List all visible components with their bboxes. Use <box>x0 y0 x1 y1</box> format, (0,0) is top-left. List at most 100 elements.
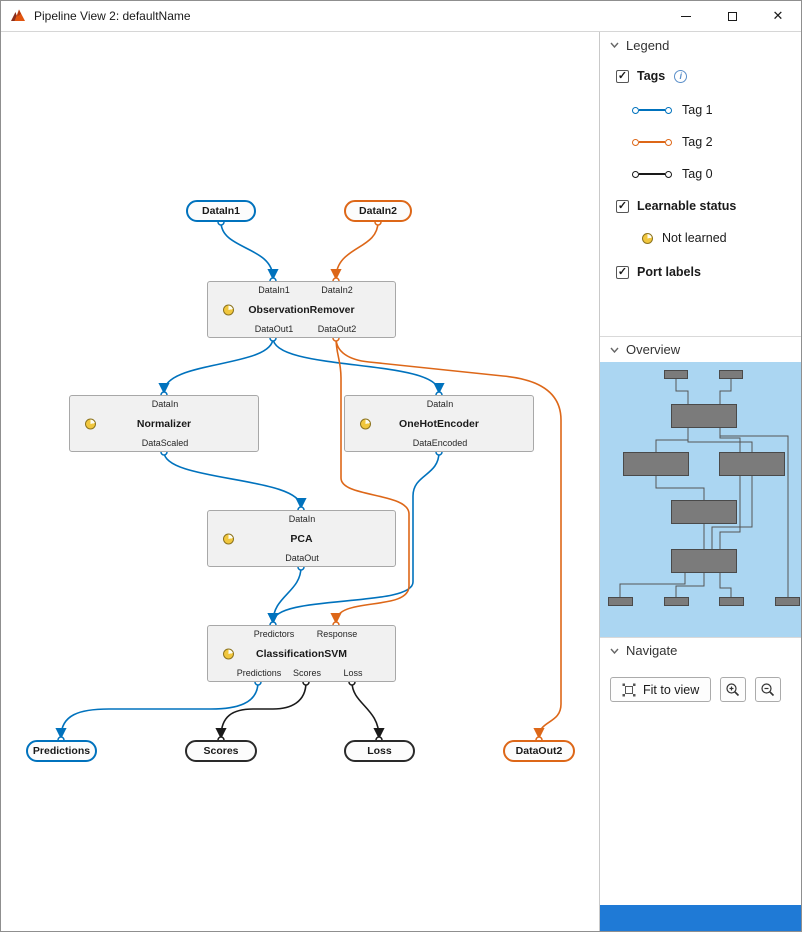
tags-checkbox[interactable]: ✓ <box>616 69 629 83</box>
block-name: OneHotEncoder <box>399 417 479 430</box>
minimap-block <box>664 597 689 606</box>
port-label: Loss <box>343 668 363 678</box>
block-pca[interactable]: DataIn PCA DataOut <box>207 510 396 567</box>
maximize-button[interactable] <box>709 1 755 31</box>
minimap-block <box>775 597 800 606</box>
minimap-block <box>671 500 737 524</box>
tag1-line-swatch <box>632 106 672 114</box>
sink-node-dataout2[interactable]: DataOut2 <box>503 740 575 762</box>
sink-node-predictions[interactable]: Predictions <box>26 740 97 762</box>
navigate-body: Fit to view <box>600 663 801 702</box>
minimap-wires <box>619 379 789 597</box>
legend-header-label: Legend <box>626 37 670 53</box>
legend-tag0-item: Tag 0 <box>632 166 801 182</box>
zoom-in-icon <box>726 682 740 696</box>
sink-node-label: Scores <box>203 745 239 757</box>
learnable-status-label: Learnable status <box>637 199 737 213</box>
navigate-header-label: Navigate <box>626 643 678 658</box>
source-node-label: DataIn2 <box>359 205 397 217</box>
not-learned-icon <box>223 533 234 544</box>
sidebar-bottom-bar <box>600 905 801 931</box>
check-icon: ✓ <box>617 69 628 82</box>
block-normalizer[interactable]: DataIn Normalizer DataScaled <box>69 395 259 452</box>
overview-section-header[interactable]: Overview <box>600 336 801 362</box>
port-label: DataIn <box>288 514 316 524</box>
legend-body: ✓ Tags i Tag 1 Tag 2 Tag 0 ✓ <box>600 58 801 280</box>
sink-node-label: DataOut2 <box>515 745 563 757</box>
window-title: Pipeline View 2: defaultName <box>34 9 191 23</box>
port-labels-checkbox[interactable]: ✓ <box>616 265 629 279</box>
not-learned-icon <box>223 304 234 315</box>
minimap-block <box>719 597 744 606</box>
block-onehotencoder[interactable]: DataIn OneHotEncoder DataEncoded <box>344 395 534 452</box>
learnable-status-checkbox[interactable]: ✓ <box>616 199 629 213</box>
tag0-line-swatch <box>632 170 672 178</box>
minimap-block <box>671 404 737 428</box>
maximize-icon <box>727 11 737 21</box>
source-node-label: DataIn1 <box>202 205 240 217</box>
fit-to-view-label: Fit to view <box>643 682 700 697</box>
pipeline-wires <box>55 218 562 744</box>
sink-node-scores[interactable]: Scores <box>185 740 257 762</box>
minimize-button[interactable] <box>663 1 709 31</box>
overview-header-label: Overview <box>626 342 681 357</box>
overview-minimap[interactable] <box>600 362 801 637</box>
not-learned-icon <box>85 418 96 429</box>
legend-tag2-item: Tag 2 <box>632 134 801 150</box>
chevron-down-icon <box>610 347 619 353</box>
port-label: DataIn <box>151 399 179 409</box>
port-labels-label: Port labels <box>637 265 701 279</box>
navigate-section-header[interactable]: Navigate <box>600 637 801 663</box>
port-label: Predictors <box>253 629 295 639</box>
port-label: DataIn <box>426 399 454 409</box>
block-name: Normalizer <box>136 417 192 430</box>
not-learned-icon <box>642 232 653 244</box>
port-label: DataEncoded <box>412 438 468 448</box>
minimap-block <box>719 370 743 379</box>
check-icon: ✓ <box>617 265 628 278</box>
port-label: Scores <box>292 668 322 678</box>
sink-node-label: Loss <box>367 745 392 757</box>
port-label: Predictions <box>236 668 282 678</box>
close-button[interactable]: ✕ <box>755 1 801 31</box>
minimap-block <box>623 452 689 476</box>
sink-node-loss[interactable]: Loss <box>344 740 415 762</box>
chevron-down-icon <box>610 42 619 48</box>
info-icon[interactable]: i <box>674 69 688 83</box>
not-learned-legend-item: Not learned <box>642 230 801 246</box>
block-name: PCA <box>290 532 313 545</box>
sink-node-label: Predictions <box>32 745 91 757</box>
port-label: DataIn1 <box>258 285 290 295</box>
block-name: ClassificationSVM <box>255 647 348 660</box>
legend-section-header[interactable]: Legend <box>600 32 801 58</box>
port-label: DataOut <box>285 553 319 563</box>
minimap-block <box>671 549 737 573</box>
port-label: Response <box>316 629 358 639</box>
fit-to-view-button[interactable]: Fit to view <box>610 677 712 702</box>
sidebar: Legend ✓ Tags i Tag 1 Tag 2 <box>599 32 801 931</box>
tag2-label: Tag 2 <box>682 135 713 149</box>
source-node-datain1[interactable]: DataIn1 <box>186 200 256 222</box>
minimize-icon <box>681 15 691 17</box>
port-label: DataOut1 <box>254 324 294 334</box>
tag0-label: Tag 0 <box>682 167 713 181</box>
fit-to-view-icon <box>622 683 636 696</box>
chevron-down-icon <box>610 648 619 654</box>
minimap-block <box>664 370 688 379</box>
block-observationremover[interactable]: DataIn1 DataIn2 ObservationRemover DataO… <box>207 281 396 338</box>
minimap-block <box>719 452 785 476</box>
zoom-out-button[interactable] <box>755 677 782 702</box>
port-label: DataScaled <box>141 438 189 448</box>
legend-tag1-item: Tag 1 <box>632 102 801 118</box>
port-label: DataIn2 <box>321 285 353 295</box>
source-node-datain2[interactable]: DataIn2 <box>344 200 412 222</box>
check-icon: ✓ <box>617 199 628 212</box>
zoom-in-button[interactable] <box>720 677 747 702</box>
titlebar[interactable]: Pipeline View 2: defaultName ✕ <box>1 1 801 32</box>
tag1-label: Tag 1 <box>682 103 713 117</box>
block-classificationsvm[interactable]: Predictors Response ClassificationSVM Pr… <box>207 625 396 682</box>
tags-checkbox-label: Tags <box>637 69 666 83</box>
close-icon: ✕ <box>772 8 784 23</box>
pipeline-canvas[interactable]: DataIn1 DataIn2 DataIn1 DataIn2 Observat… <box>1 32 599 931</box>
